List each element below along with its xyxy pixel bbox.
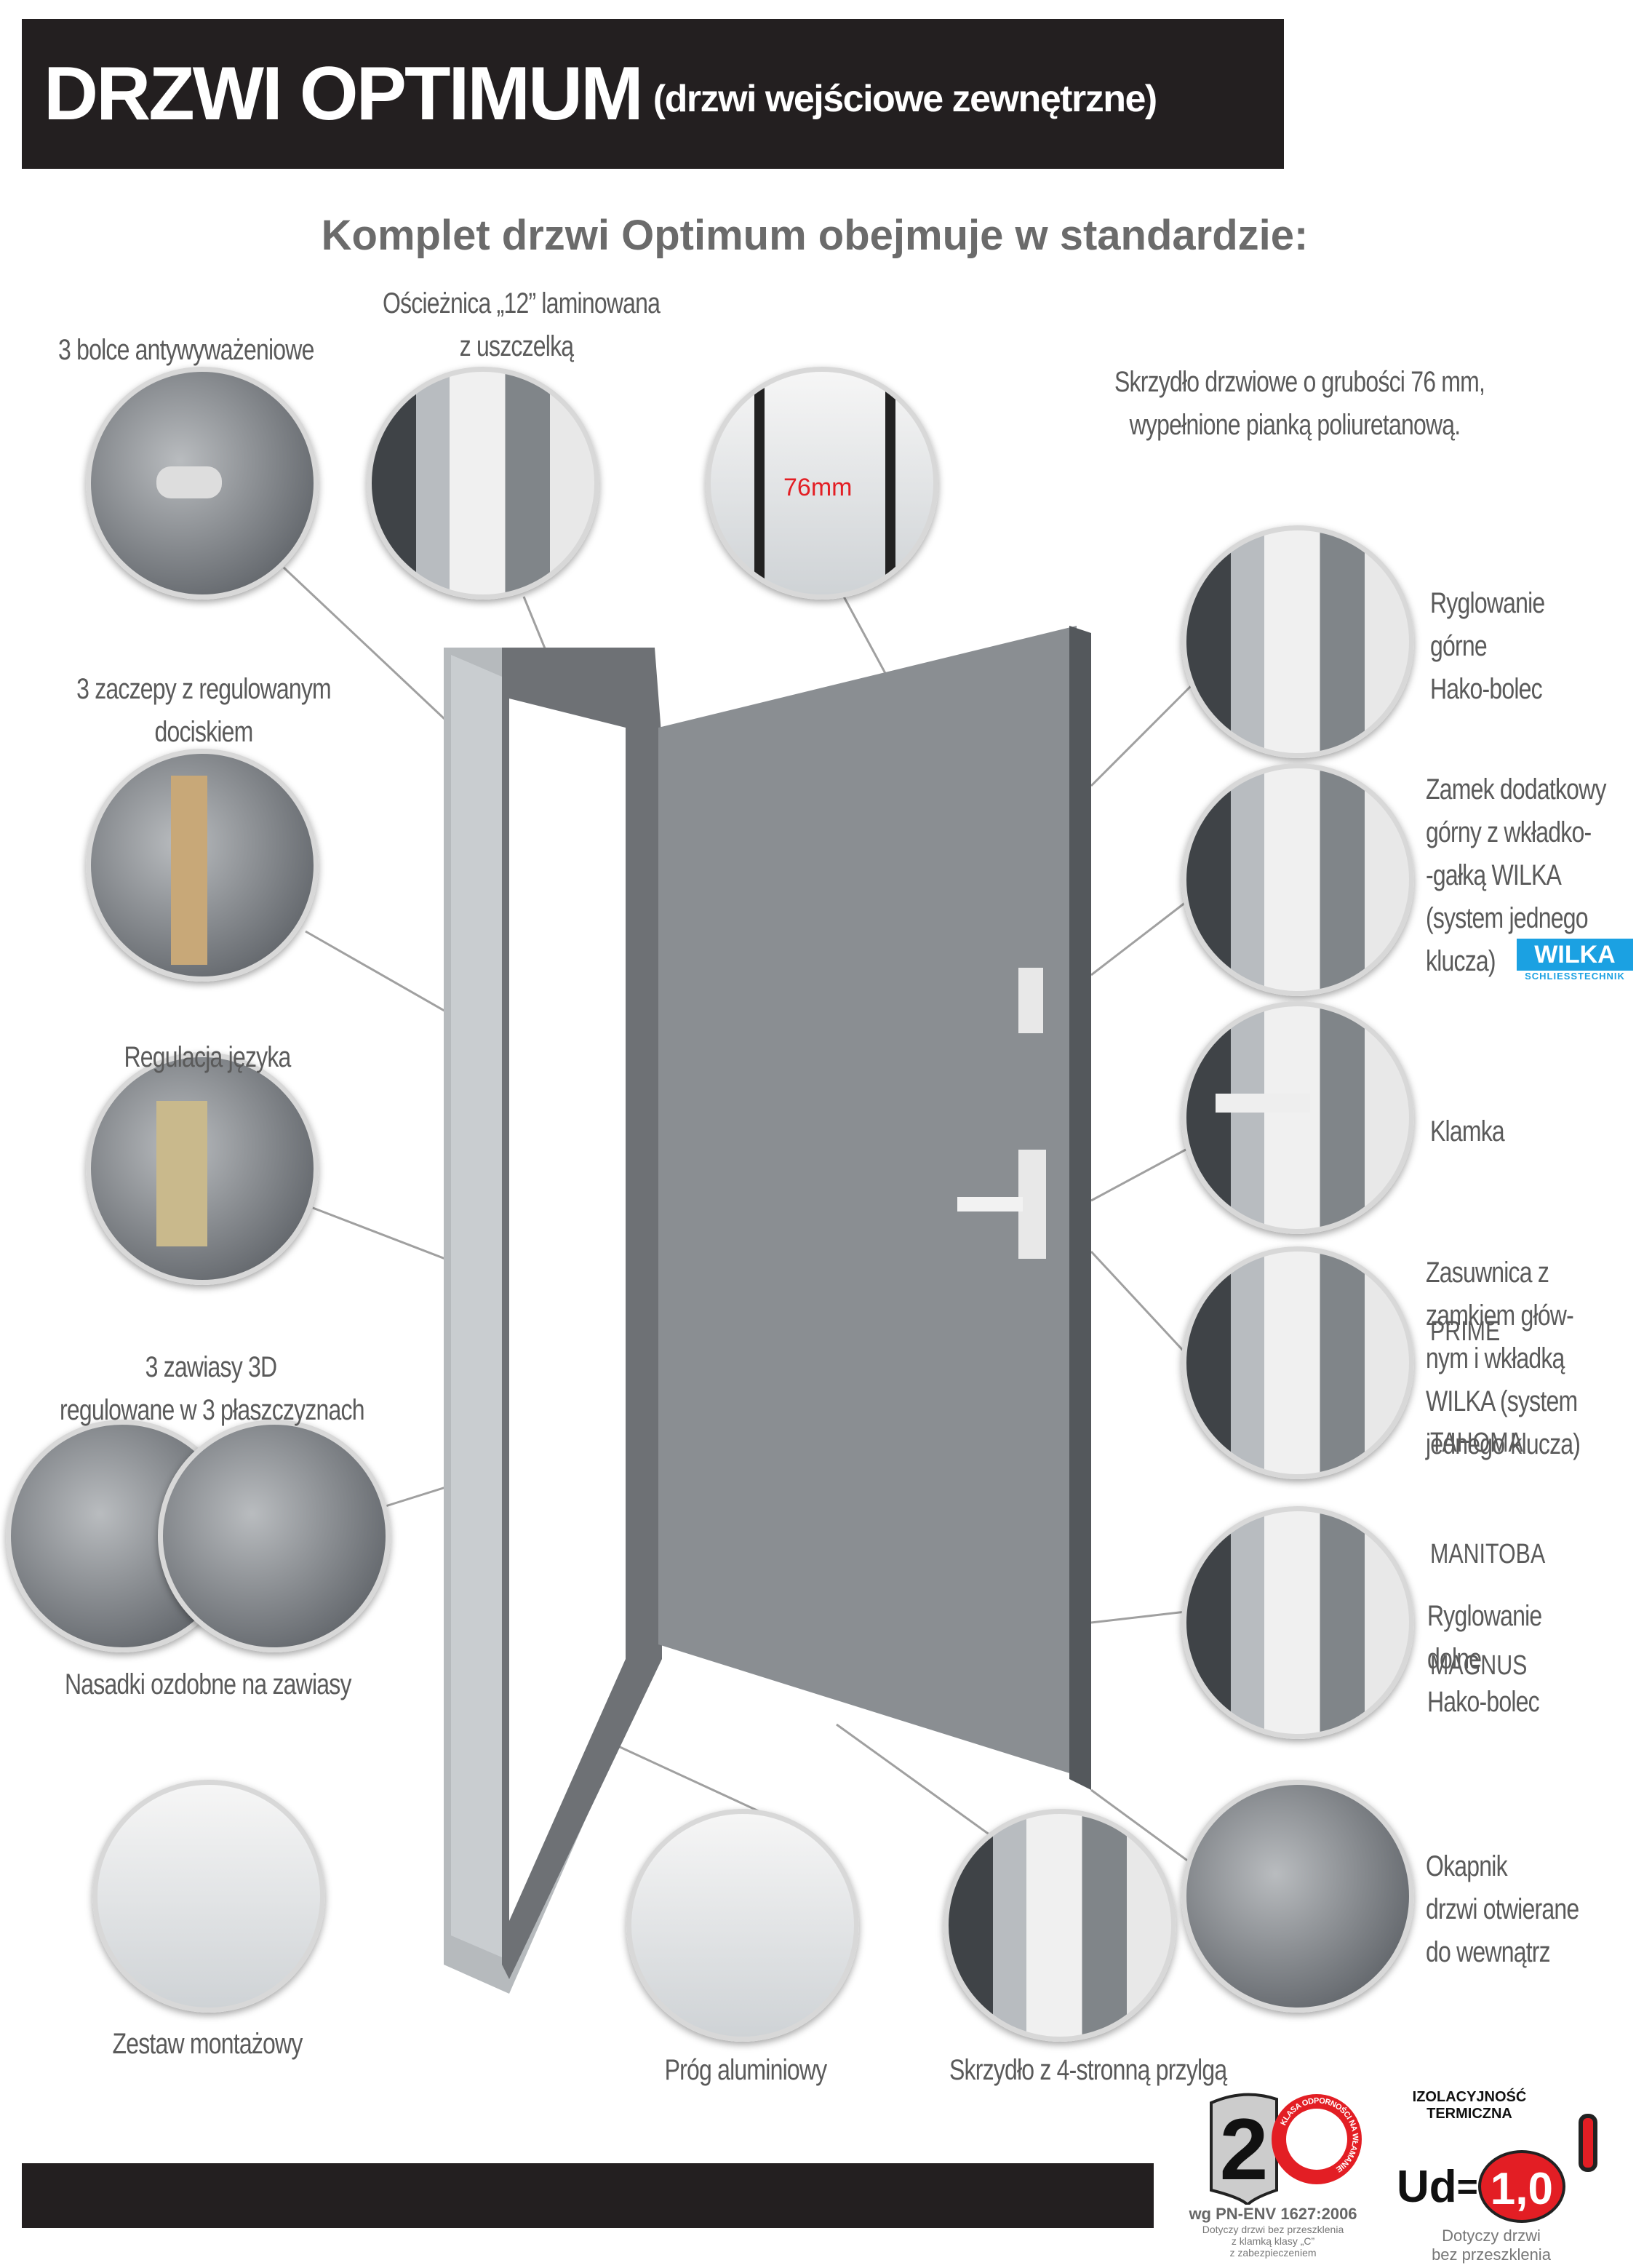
thermal-title: IZOLACYJNOŚĆ TERMICZNA <box>1412 2089 1527 2122</box>
label-klamka: Klamka PRIME TAHOMA MANITOBA MAGNUS <box>1430 1024 1545 1802</box>
security-note: Dotyczy drzwi bez przeszklenia z klamką … <box>1202 2224 1344 2259</box>
handle-plate <box>1018 1150 1046 1259</box>
handle-model: MANITOBA <box>1430 1539 1546 1569</box>
footer-bar <box>22 2163 1154 2228</box>
label-ryglowanie-gorne: Ryglowanie górne Hako-bolec <box>1430 587 1545 705</box>
thermal-symbol: Ud <box>1397 2161 1457 2212</box>
handle-model: TAHOMA <box>1430 1428 1523 1458</box>
detail-zaczepy <box>86 749 319 982</box>
detail-oscieznica <box>367 367 599 600</box>
label-zawiasy: 3 zawiasy 3D regulowane w 3 płaszczyznac… <box>60 1351 365 1426</box>
detail-thickness: 76mm <box>706 367 938 600</box>
label-przylga: Skrzydło z 4-stronną przylgą <box>949 2054 1227 2086</box>
detail-ryglowanie-gorne <box>1181 525 1414 758</box>
detail-ryglowanie-dolne <box>1181 1506 1414 1739</box>
label-zasuwnica: Zasuwnica z zamkiem głów- nym i wkładką … <box>1426 1257 1581 1460</box>
security-standard: wg PN-ENV 1627:2006 <box>1189 2205 1357 2223</box>
label-nasadki: Nasadki ozdobne na zawiasy <box>65 1668 351 1700</box>
thickness-label: 76mm <box>783 474 853 501</box>
label-okapnik: Okapnik drzwi otwierane do wewnątrz <box>1426 1850 1579 1968</box>
thermometer-icon <box>1579 2114 1597 2172</box>
label-oscieznica: Ościeżnica „12” laminowana z uszczelką <box>383 287 661 362</box>
security-class-badge: KLASA ODPORNOŚCI NA WŁAMANIE 2 wg PN-ENV… <box>1178 2081 1368 2259</box>
detail-prog <box>626 1809 859 2042</box>
handle-model: MAGNUS <box>1430 1650 1528 1681</box>
label-prog: Próg aluminiowy <box>664 2054 828 2086</box>
door-leaf <box>658 626 1091 1790</box>
handle-model: PRIME <box>1430 1316 1501 1347</box>
door-frame <box>444 648 662 1994</box>
label-regulacja: Regulacja języka <box>124 1041 291 1073</box>
page-subtitle: (drzwi wejściowe zewnętrzne) <box>653 78 1157 120</box>
thermal-value: 1,0 <box>1477 2150 1565 2223</box>
detail-przylga <box>943 1809 1176 2042</box>
detail-zamek <box>1181 763 1414 996</box>
detail-zawiasy-2 <box>158 1420 391 1652</box>
label-zaczepy: 3 zaczepy z regulowanym dociskiem <box>76 673 332 748</box>
detail-klamka <box>1181 1001 1414 1234</box>
extra-lock <box>1018 968 1043 1033</box>
label-bolce: 3 bolce antywyważeniowe <box>58 334 314 366</box>
header-bar: DRZWI OPTIMUM (drzwi wejściowe zewnętrzn… <box>22 19 1284 169</box>
detail-regulacja <box>86 1052 319 1285</box>
thermal-note: Dotyczy drzwi bez przeszklenia <box>1432 2227 1551 2264</box>
label-skrzydlo-grubosc: Skrzydło drzwiowe o grubości 76 mm, wype… <box>1114 366 1485 441</box>
detail-zasuwnica <box>1181 1246 1414 1479</box>
label-zestaw: Zestaw montażowy <box>112 2028 303 2060</box>
detail-bolce <box>86 367 319 600</box>
page-title: DRZWI OPTIMUM <box>44 51 644 136</box>
thermal-equals: = <box>1456 2166 1478 2207</box>
security-class-number: 2 <box>1220 2101 1269 2198</box>
section-heading: Komplet drzwi Optimum obejmuje w standar… <box>321 212 1309 259</box>
label-ryglowanie-dolne: Ryglowanie dolne Hako-bolec <box>1427 1600 1542 1718</box>
label-zamek: Zamek dodatkowy górny z wkładko- -gałką … <box>1426 773 1606 977</box>
handle <box>957 1197 1023 1211</box>
detail-okapnik <box>1181 1780 1414 2013</box>
detail-zestaw <box>92 1780 325 2013</box>
